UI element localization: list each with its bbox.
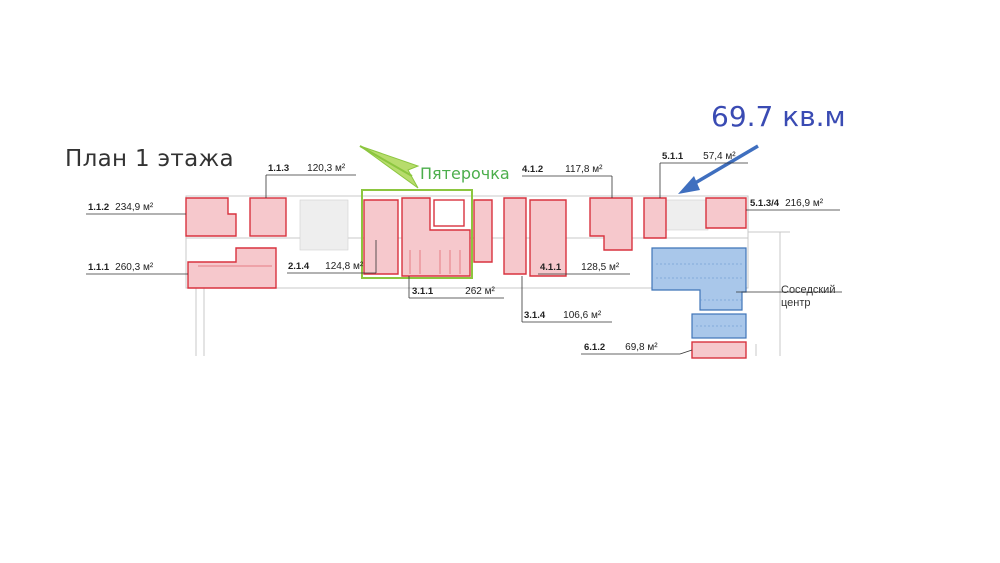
unit-label-4.1.1[interactable]: 4.1.1 128,5 м² [540, 262, 619, 273]
unit-1.1.3-shape [249, 197, 287, 237]
unit-5.1.1-shape [643, 197, 667, 239]
neighbour-centre-label: Соседский центр [781, 284, 835, 310]
unit-3.1.1-b-shape [401, 197, 471, 277]
unit-area: 69,8 м² [625, 342, 658, 353]
unit-5.1.3-shape [705, 197, 747, 229]
plan-title: План 1 этажа [65, 146, 234, 172]
unit-area: 117,8 м² [565, 164, 603, 175]
unit-6.1.2-shape [691, 341, 747, 359]
unit-4.1.2-shape [529, 199, 567, 277]
unit-label-1.1.1[interactable]: 1.1.1 260,3 м² [88, 262, 153, 273]
unit-1.1.1-shape [187, 247, 277, 289]
unit-code: 1.1.1 [88, 262, 110, 273]
unit-label-4.1.2[interactable]: 4.1.2 117,8 м² [522, 164, 602, 175]
unit-2.1.4-shape [473, 199, 493, 263]
retail-units [185, 197, 747, 359]
brand-arrow [359, 145, 420, 189]
unit-area: 234,9 м² [115, 202, 154, 213]
unit-code: 1.1.2 [88, 202, 110, 213]
unit-label-3.1.1[interactable]: 3.1.1 262 м² [412, 286, 495, 297]
unit-area: 260,3 м² [115, 262, 154, 273]
unit-area: 106,6 м² [563, 310, 602, 321]
unit-label-3.1.4[interactable]: 3.1.4 106,6 м² [524, 310, 601, 321]
unit-code: 4.1.1 [540, 262, 562, 273]
callout-arrow [678, 144, 759, 194]
brand-highlight-frame [361, 189, 473, 279]
neighbour-centre [651, 247, 747, 339]
unit-area: 262 м² [465, 286, 495, 297]
unit-3.1.4-shape [503, 197, 527, 275]
unit-label-5.1.1[interactable]: 5.1.1 57,4 м² [662, 151, 736, 162]
unit-code: 5.1.3/4 [750, 198, 780, 209]
unit-label-6.1.2[interactable]: 6.1.2 69,8 м² [584, 342, 658, 353]
unit-label-5.1.3-4[interactable]: 5.1.3/4 216,9 м² [750, 198, 823, 209]
unit-4.1.1-shape [589, 197, 633, 251]
unit-area: 216,9 м² [785, 198, 824, 209]
unit-code: 2.1.4 [288, 261, 310, 272]
unit-area: 124,8 м² [325, 261, 364, 272]
unit-code: 3.1.1 [412, 286, 434, 297]
neighbour-label-line2: центр [781, 297, 811, 309]
unit-1.1.2-shape [185, 197, 237, 237]
unit-label-2.1.4[interactable]: 2.1.4 124,8 м² [288, 261, 363, 272]
unit-area: 128,5 м² [581, 262, 620, 273]
unit-code: 1.1.3 [268, 163, 290, 174]
unit-area: 57,4 м² [703, 151, 736, 162]
unit-area: 120,3 м² [307, 163, 346, 174]
unit-code: 3.1.4 [524, 310, 546, 321]
unit-label-1.1.3[interactable]: 1.1.3 120,3 м² [268, 163, 345, 174]
neighbour-label-line1: Соседский [781, 284, 836, 296]
unit-code: 4.1.2 [522, 164, 544, 175]
unit-technical-shape [433, 199, 465, 227]
unit-code: 6.1.2 [584, 342, 606, 353]
unit-label-1.1.2[interactable]: 1.1.2 234,9 м² [88, 202, 153, 213]
unit-code: 5.1.1 [662, 151, 684, 162]
brand-label: Пятерочка [420, 164, 510, 183]
area-callout: 69.7 кв.м [711, 100, 846, 133]
unit-3.1.1-a-shape [363, 199, 399, 275]
